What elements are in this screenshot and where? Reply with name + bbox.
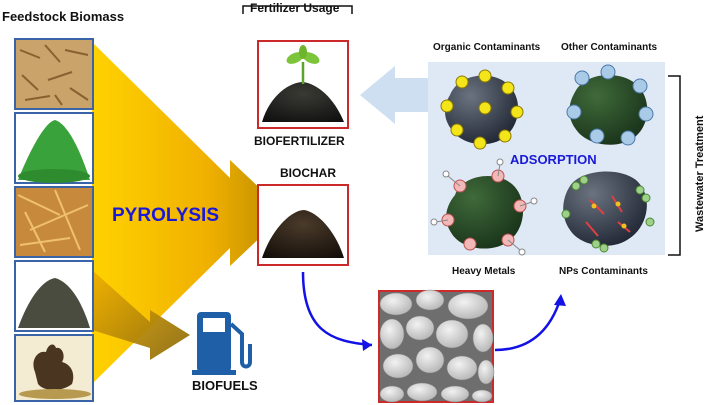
heavy-metals-particle xyxy=(430,158,538,256)
biofertilizer-label: BIOFERTILIZER xyxy=(254,134,345,148)
pyrolysis-arrow xyxy=(92,42,286,384)
feedstock-images xyxy=(14,38,94,402)
nps-contaminants-particle xyxy=(561,171,655,253)
adsorption-label: ADSORPTION xyxy=(510,152,597,167)
wastewater-bracket xyxy=(668,75,681,256)
biofuels-arrow xyxy=(92,270,190,360)
other-contaminants-label: Other Contaminants xyxy=(561,42,658,53)
organic-contaminants-particle xyxy=(440,69,524,150)
heavy-metals-label: Heavy Metals xyxy=(452,266,516,277)
wastewater-treatment-label: Wastewater Treatment xyxy=(694,115,706,232)
feedstock-wood-chips xyxy=(14,38,94,110)
filter-bed-cells xyxy=(379,289,495,403)
straw-texture xyxy=(17,189,89,253)
flow-arrow-in-head xyxy=(362,339,372,351)
nps-contaminants-label: NPs Contaminants xyxy=(559,266,648,277)
fuel-pump-icon xyxy=(192,312,252,375)
chicken-icon xyxy=(33,344,74,390)
biofuels-label: BIOFUELS xyxy=(192,378,258,393)
flow-arrow-out-head xyxy=(554,294,566,306)
wood-chips-texture xyxy=(19,44,89,106)
biochar-pile xyxy=(262,210,344,258)
feedstock-title: Feedstock Biomass xyxy=(2,9,125,24)
green-powder-pile xyxy=(18,120,90,180)
fertilizer-usage-label: Fertilizer Usage xyxy=(250,1,340,15)
organic-contaminants-label: Organic Contaminants xyxy=(433,42,541,53)
biofertilizer-soil xyxy=(262,82,344,122)
green-powder-base xyxy=(18,169,90,183)
flow-arrow-in xyxy=(301,271,373,347)
other-contaminants-particle xyxy=(566,64,654,146)
soil-pile xyxy=(18,278,90,328)
biochar-label: BIOCHAR xyxy=(280,166,336,180)
fertilizer-usage-bracket xyxy=(242,5,353,14)
manure-ground xyxy=(19,389,91,399)
feedstock-straw xyxy=(14,186,94,258)
sprout-icon xyxy=(286,45,320,84)
pyrolysis-label: PYROLYSIS xyxy=(112,205,220,226)
reuse-arrow xyxy=(360,66,428,124)
flow-arrow-out xyxy=(494,299,562,352)
